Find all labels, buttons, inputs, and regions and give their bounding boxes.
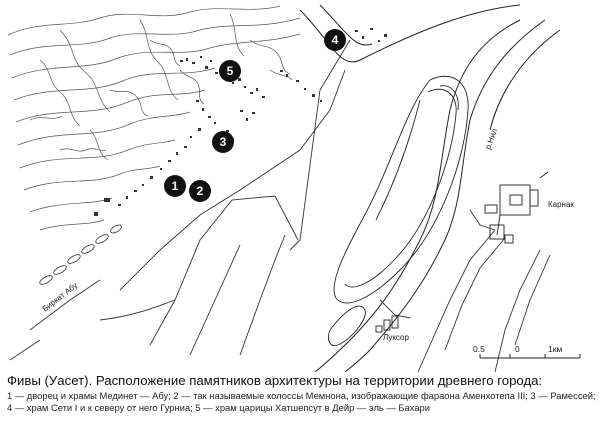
svg-text:5: 5 bbox=[227, 64, 234, 78]
karnak-temples bbox=[484, 171, 549, 244]
nile-island bbox=[333, 75, 469, 304]
plain-boundaries bbox=[9, 39, 351, 361]
scale-bar: 0.5 0 1км bbox=[473, 344, 581, 359]
svg-text:3: 3 bbox=[220, 135, 227, 149]
scale-tick-1: 0 bbox=[515, 344, 520, 354]
map-canvas: 1 2 3 4 5 Карнак Луксор Биркат Абу р.Нил bbox=[7, 4, 581, 372]
birket-abu-lake bbox=[39, 224, 122, 285]
marker-3[interactable]: 3 bbox=[212, 131, 234, 153]
thebes-map: 1 2 3 4 5 Карнак Луксор Биркат Абу р.Нил bbox=[7, 4, 581, 372]
small-island bbox=[327, 305, 366, 347]
marker-5[interactable]: 5 bbox=[219, 60, 241, 82]
east-bank-roads bbox=[379, 209, 551, 372]
scale-tick-0: 0.5 bbox=[473, 344, 485, 354]
monument-markers: 1 2 3 4 5 bbox=[164, 29, 346, 202]
marker-2[interactable]: 2 bbox=[189, 180, 211, 202]
map-caption: Фивы (Уасет). Расположение памятников ар… bbox=[7, 373, 597, 414]
label-karnak: Карнак bbox=[548, 200, 574, 209]
label-luxor: Луксор bbox=[383, 333, 409, 342]
label-birket-abu: Биркат Абу bbox=[41, 281, 79, 314]
svg-text:4: 4 bbox=[332, 33, 339, 47]
marker-1[interactable]: 1 bbox=[164, 175, 186, 197]
label-nile: р.Нил bbox=[483, 127, 499, 151]
caption-title: Фивы (Уасет). Расположение памятников ар… bbox=[7, 373, 543, 388]
nile-river bbox=[299, 4, 561, 372]
svg-text:1: 1 bbox=[172, 179, 179, 193]
contour-lines bbox=[7, 5, 301, 231]
west-bank-ruins bbox=[94, 28, 387, 216]
scale-tick-2: 1км bbox=[548, 344, 562, 354]
svg-text:2: 2 bbox=[197, 184, 204, 198]
marker-4[interactable]: 4 bbox=[324, 29, 346, 51]
caption-body: 1 — дворец и храмы Мединет — Абу; 2 — та… bbox=[7, 390, 596, 413]
luxor-temple bbox=[375, 315, 399, 333]
